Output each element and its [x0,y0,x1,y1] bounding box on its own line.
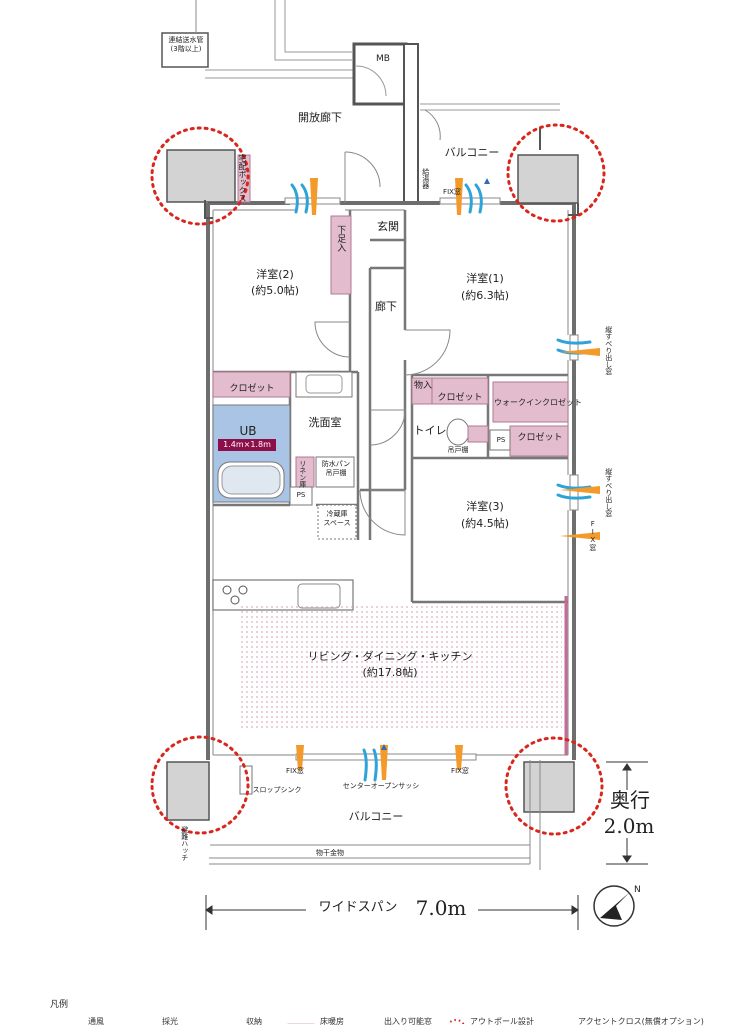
depth-label: 奥行 [610,788,650,812]
legend: 通風 採光 収納 床暖房 出入り可能窓 アウトポール設計 アクセントクロス(無償… [50,1017,730,1029]
span-label: ワイドスパン [318,900,398,915]
emergency-hatch-label: 避難ハッチ [180,826,189,861]
legend-wind: 通風 [88,1017,104,1026]
room3-name: 洋室(3) [466,500,504,513]
svg-text:N: N [634,885,641,895]
legend-light: 採光 [162,1017,178,1026]
room1-size: (約6.3帖) [460,289,510,302]
waterproof-pan-label: 防水パン 吊戸棚 [321,460,351,477]
clothes-pole-label: 物干金物 [316,849,344,857]
legend-entry: 出入り可能窓 [384,1017,432,1026]
fix-window-right-label: FIX窓 [588,520,597,551]
center-sash-label: センターオープンサッシ [342,782,420,790]
pipe-label: 連結送水管 (3階以上) [168,36,204,53]
legend-accent: アクセントクロス(無償オプション) [578,1017,704,1026]
ub-label: UB [239,424,257,438]
closet-room2-label: クロゼット [229,384,275,394]
legend-storage: 収納 [246,1017,262,1026]
fridge-label: 冷蔵庫 スペース [323,510,351,527]
hallway-label: 廊下 [375,300,397,313]
washroom-label: 洗面室 [308,416,342,429]
fix-window-bl-label: FIX窓 [286,767,304,775]
room2-size: (約5.0帖) [250,284,300,297]
room2-name: 洋室(2) [256,268,294,281]
slop-sink-label: スロップシンク [252,786,302,794]
fix-window-br-label: FIX窓 [451,767,469,775]
ub-size-badge: 1.4m×1.8m [218,439,276,451]
delivery-box-label: 宅配ボックス [238,154,247,202]
closet-room3-label: クロゼット [517,433,563,443]
water-heater-label: 給湯器 [421,167,430,189]
mb-label: MB [376,54,390,64]
walkin-closet-label: ウォークインクロゼット [494,398,582,407]
ps-label-2: PS [496,436,506,444]
corridor-label: 開放廊下 [298,111,342,124]
legend-outpole: アウトポール設計 [470,1017,534,1026]
legend-floorheat: 床暖房 [320,1017,344,1026]
linen-label: リネン庫 [298,460,307,488]
closet-hall-label: クロゼット [437,393,483,403]
ldk-size: (約17.8帖) [362,666,418,679]
compass-icon: N [593,885,641,927]
vertical-window-label-1: 縦すべり出し窓 [604,325,613,375]
ldk-name: リビング・ダイニング・キッチン [307,650,473,663]
vertical-window-label-2: 縦すべり出し窓 [604,467,613,517]
depth-value: 2.0m [603,814,655,838]
wall-cabinet-label: 吊戸棚 [447,446,469,454]
storage-label: 物入 [414,381,433,391]
shoe-storage-label: 下足入 [335,224,346,252]
balcony-bottom-label: バルコニー [348,810,404,823]
balcony-top-label: バルコニー [444,146,500,159]
fix-window-top-label: FIX窓 [443,188,461,196]
legend-title: 凡例 [50,1000,69,1010]
ps-label-1: PS [296,491,306,499]
room3-size: (約4.5帖) [460,517,510,530]
toilet-label: トイレ [413,424,447,437]
span-value: 7.0m [415,896,467,920]
entrance-label: 玄関 [377,220,399,233]
room1-name: 洋室(1) [466,272,504,285]
